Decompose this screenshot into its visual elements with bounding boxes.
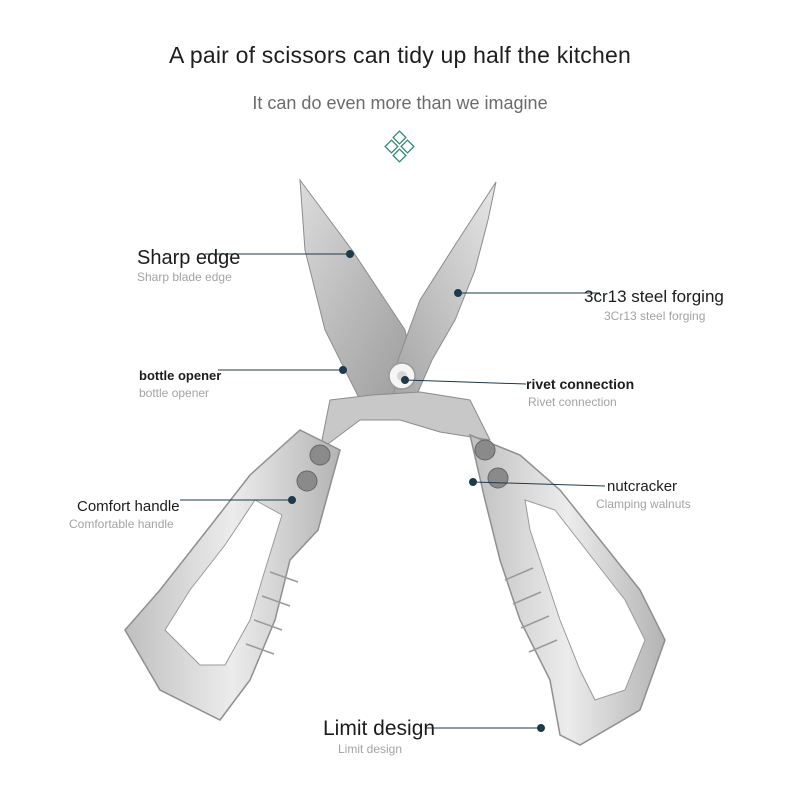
dot-marker-icon	[469, 478, 477, 486]
sharp-edge-label: Sharp edge	[137, 247, 241, 269]
left-handle-cutout	[164, 499, 283, 666]
nutcracker-label: nutcracker	[607, 478, 678, 495]
subheadline: It can do even more than we imagine	[252, 93, 548, 113]
dot-marker-icon	[401, 376, 409, 384]
nutcracker-sublabel: Clamping walnuts	[596, 497, 691, 511]
steel-forging-sublabel: 3Cr13 steel forging	[604, 309, 706, 323]
comfort-handle-label: Comfort handle	[77, 498, 180, 515]
sharp-edge-sublabel: Sharp blade edge	[137, 270, 232, 284]
steel-forging-label: 3cr13 steel forging	[584, 287, 724, 306]
pivot-neck	[319, 391, 491, 452]
dot-marker-icon	[537, 724, 545, 732]
dot-marker-icon	[454, 289, 462, 297]
leader-lines	[180, 250, 606, 732]
right-grip-ridges	[504, 567, 558, 653]
bottle-opener-sublabel: bottle opener	[139, 386, 210, 400]
diamond-cluster-icon	[384, 130, 415, 163]
right-handle-cutout	[524, 499, 646, 701]
dot-marker-icon	[339, 366, 347, 374]
rivet-connection-sublabel: Rivet connection	[528, 395, 617, 409]
dot-marker-icon	[346, 250, 354, 258]
rivet-connection-label: rivet connection	[526, 376, 635, 392]
dot-marker-icon	[288, 496, 296, 504]
limit-design-label: Limit design	[323, 717, 436, 740]
headline: A pair of scissors can tidy up half the …	[169, 42, 631, 68]
limit-design-sublabel: Limit design	[338, 742, 403, 756]
bottle-opener-label: bottle opener	[139, 368, 222, 383]
handle-bolts	[296, 439, 509, 492]
left-grip-ridges	[245, 571, 299, 655]
comfort-handle-sublabel: Comfortable handle	[69, 517, 174, 531]
